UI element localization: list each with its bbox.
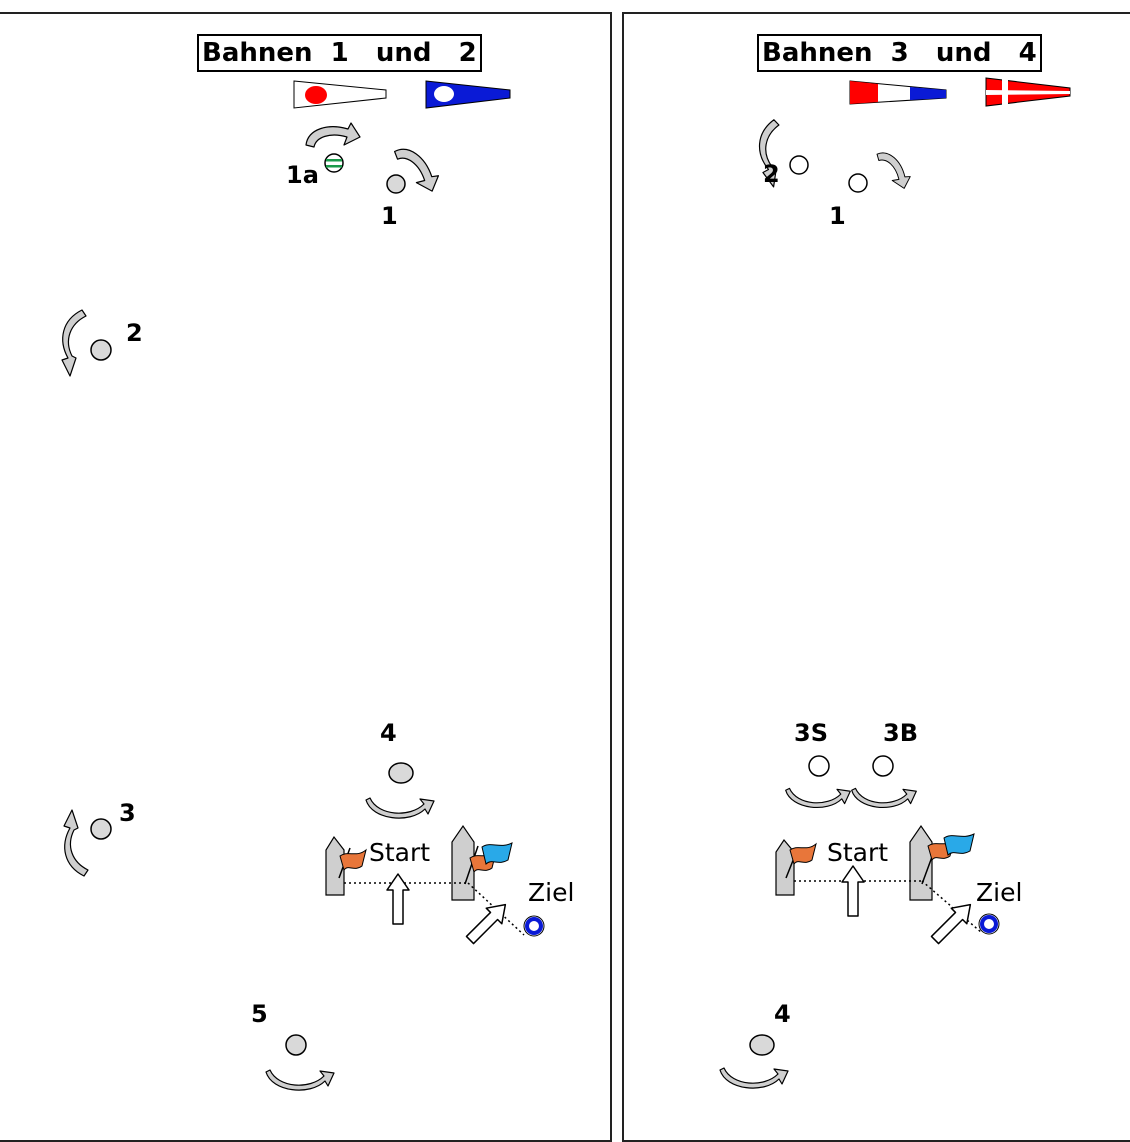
blue-flag-icon	[481, 842, 513, 865]
mark-4-rounding-arrow-icon	[719, 1067, 789, 1089]
mark-3-buoy-icon	[90, 818, 112, 840]
start-boat-right-icon	[909, 824, 975, 901]
right-panel-title: Bahnen 3 und 4	[757, 34, 1042, 72]
mark-3-label: 3	[119, 799, 136, 827]
mark-1-buoy-icon	[848, 173, 868, 193]
finish-direction-arrow-icon	[926, 896, 979, 949]
mark-3b-buoy-icon	[872, 755, 894, 777]
finish-mark-icon	[523, 915, 545, 937]
left-panel-title: Bahnen 1 und 2	[197, 34, 482, 72]
mark-3b-rounding-arrow-icon	[851, 787, 917, 809]
mark-4-label: 4	[380, 719, 397, 747]
mark-1a-icon	[324, 153, 344, 173]
mark-2-buoy-icon	[90, 339, 112, 361]
finish-label: Ziel	[528, 878, 575, 907]
mark-3s-buoy-icon	[808, 755, 830, 777]
mark-3s-label: 3S	[794, 719, 828, 747]
mark-1-buoy-icon	[386, 174, 406, 194]
mark-1-label: 1	[829, 202, 846, 230]
start-direction-arrow-icon	[841, 865, 865, 917]
red-white-cross-pennant-icon	[985, 77, 1071, 107]
finish-mark-icon	[978, 913, 1000, 935]
mark-3-rounding-arrow-icon	[63, 809, 89, 877]
mark-5-label: 5	[251, 1000, 268, 1028]
red-white-blue-pennant-icon	[849, 80, 947, 105]
mark-5-buoy-icon	[285, 1034, 307, 1056]
blue-flag-icon	[943, 833, 975, 856]
orange-flag-icon	[789, 842, 817, 866]
mark-4-label: 4	[774, 1000, 791, 1028]
mark-4-buoy-icon	[388, 762, 414, 784]
start-label: Start	[369, 838, 431, 867]
mark-4-rounding-arrow-icon	[365, 797, 435, 819]
mark-2-buoy-icon	[789, 155, 809, 175]
start-boat-right-icon	[451, 824, 513, 901]
finish-label: Ziel	[976, 878, 1023, 907]
mark-1a-label: 1a	[286, 161, 319, 189]
orange-flag-icon	[339, 848, 367, 872]
mark-3s-rounding-arrow-icon	[785, 787, 851, 809]
mark-4-buoy-icon	[749, 1034, 775, 1056]
finish-direction-arrow-icon	[461, 896, 514, 949]
mark-2-label: 2	[763, 160, 780, 188]
start-boat-left-icon	[325, 835, 367, 896]
mark-1-label: 1	[381, 202, 398, 230]
mark-1a-rounding-arrow-icon	[305, 122, 361, 148]
finish-line	[921, 880, 983, 934]
mark-3b-label: 3B	[883, 719, 918, 747]
start-label: Start	[827, 838, 889, 867]
start-boat-left-icon	[775, 838, 817, 896]
mark-1-rounding-arrow-icon	[875, 144, 915, 193]
blue-white-disc-pennant-icon	[425, 80, 511, 109]
start-direction-arrow-icon	[386, 873, 410, 925]
mark-5-rounding-arrow-icon	[265, 1069, 335, 1091]
mark-2-label: 2	[126, 319, 143, 347]
red-disc-pennant-icon	[293, 80, 387, 109]
mark-2-rounding-arrow-icon	[61, 309, 87, 377]
